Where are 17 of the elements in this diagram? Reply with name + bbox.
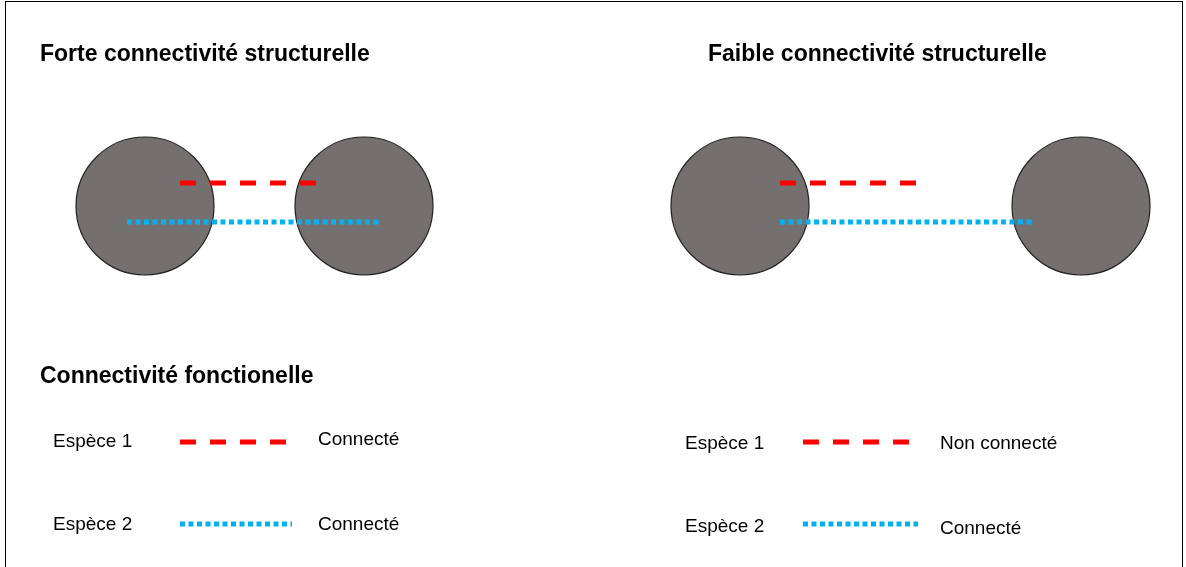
dashed-line [127,219,380,225]
dashed-line [780,219,1033,225]
status-label: Connecté [318,513,400,535]
circle-shape [75,136,215,276]
circle-shape [294,136,434,276]
circle-shape [670,136,810,276]
circle-shape [1011,136,1151,276]
status-label: Connecté [940,517,1022,539]
species-label: Espèce 1 [53,430,133,452]
heading: Faible connectivité structurelle [708,40,1047,67]
species-label: Espèce 2 [53,513,133,535]
heading: Forte connectivité structurelle [40,40,370,67]
species-label: Espèce 1 [685,432,765,454]
species-label: Espèce 2 [685,515,765,537]
heading: Connectivité fonctionelle [40,362,314,389]
status-label: Non connecté [940,432,1058,454]
status-label: Connecté [318,428,400,450]
